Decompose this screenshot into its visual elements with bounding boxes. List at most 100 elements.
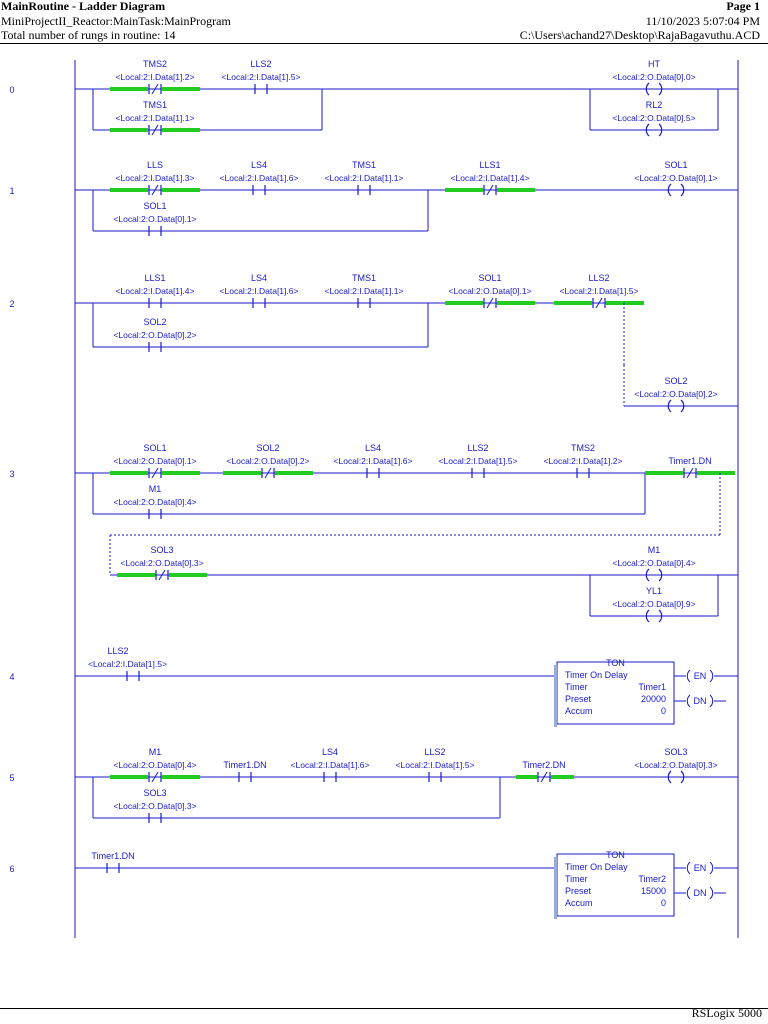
xio-contact-tms2[interactable]	[148, 83, 162, 95]
file-path: C:\Users\achand27\Desktop\RajaBagavuthu.…	[519, 28, 760, 42]
energized-highlight	[110, 188, 148, 192]
tag-address: <Local:2:I.Data[1].6>	[220, 173, 299, 183]
en-bit-arc	[686, 669, 691, 683]
xic-contact-lls2[interactable]	[428, 771, 442, 783]
tag-address: <Local:2:I.Data[1].1>	[325, 286, 404, 296]
ton-timer-block[interactable]	[556, 853, 675, 917]
xic-contact-sol1[interactable]	[148, 225, 162, 237]
tag-name: LLS	[147, 160, 163, 170]
tag-name: TMS1	[143, 100, 167, 110]
energized-highlight	[110, 775, 148, 779]
preset-value: 20000	[641, 694, 666, 704]
energized-highlight	[162, 128, 200, 132]
contact-slash	[151, 771, 159, 783]
xic-contact-lls2[interactable]	[126, 670, 140, 682]
coil-right-arc	[680, 770, 685, 784]
tag-address: <Local:2:I.Data[1].1>	[325, 173, 404, 183]
xic-contact-ls4[interactable]	[252, 297, 266, 309]
rung-number: 3	[9, 469, 14, 479]
tag-name: TMS2	[143, 59, 167, 69]
energized-highlight	[516, 775, 537, 779]
xio-contact-tms1[interactable]	[148, 124, 162, 136]
xic-contact-tms1[interactable]	[357, 297, 371, 309]
footer-product: RSLogix 5000	[691, 1006, 762, 1020]
en-bit-arc	[686, 861, 691, 875]
xic-contact-tms2[interactable]	[576, 467, 590, 479]
tag-name: LLS2	[588, 273, 609, 283]
tag-address: <Local:2:O.Data[0].2>	[634, 389, 717, 399]
en-bit-label: EN	[694, 863, 707, 873]
xio-contact-sol3[interactable]	[155, 569, 169, 581]
coil-right-arc	[680, 399, 685, 413]
dn-bit-arc	[709, 694, 714, 708]
xic-contact-lls1[interactable]	[148, 297, 162, 309]
xio-contact-lls[interactable]	[148, 184, 162, 196]
xio-contact-sol1[interactable]	[148, 467, 162, 479]
xio-contact-lls1[interactable]	[483, 184, 497, 196]
xic-contact-ls4[interactable]	[252, 184, 266, 196]
coil-right-arc	[658, 568, 663, 582]
energized-highlight	[554, 301, 592, 305]
ote-coil-yl1[interactable]	[644, 609, 664, 623]
tag-name: LS4	[251, 160, 267, 170]
energized-highlight	[275, 471, 313, 475]
xic-contact-timer1-dn[interactable]	[106, 862, 120, 874]
xic-contact-ls4[interactable]	[366, 467, 380, 479]
energized-highlight	[162, 471, 200, 475]
coil-right-arc	[658, 123, 663, 137]
ote-coil-rl2[interactable]	[644, 123, 664, 137]
coil-right-arc	[658, 609, 663, 623]
ton-timer-block[interactable]	[556, 661, 675, 725]
ote-coil-ht[interactable]	[644, 82, 664, 96]
ote-coil-sol2[interactable]	[666, 399, 686, 413]
tag-name: Timer1.DN	[91, 851, 134, 861]
xio-contact-lls2[interactable]	[592, 297, 606, 309]
en-bit-label: EN	[694, 671, 707, 681]
dn-bit-label: DN	[694, 696, 707, 706]
ote-coil-sol1[interactable]	[666, 183, 686, 197]
xic-contact-lls2[interactable]	[471, 467, 485, 479]
xio-contact-sol1[interactable]	[483, 297, 497, 309]
accum-value: 0	[661, 706, 666, 716]
energized-highlight	[117, 573, 155, 577]
xic-contact-ls4[interactable]	[323, 771, 337, 783]
xic-contact-m1[interactable]	[148, 508, 162, 520]
tag-address: <Local:2:O.Data[0].5>	[612, 113, 695, 123]
ote-coil-sol3[interactable]	[666, 770, 686, 784]
energized-highlight	[162, 188, 200, 192]
energized-highlight	[169, 573, 207, 577]
tag-address: <Local:2:I.Data[1].5>	[396, 760, 475, 770]
tag-name: SOL1	[143, 201, 166, 211]
timer-value: Timer2	[638, 874, 666, 884]
routine-title: MainRoutine - Ladder Diagram	[1, 0, 166, 13]
xic-contact-sol2[interactable]	[148, 341, 162, 353]
accum-label: Accum	[565, 898, 593, 908]
tag-address: <Local:2:I.Data[1].6>	[334, 456, 413, 466]
coil-left-arc	[667, 183, 672, 197]
coil-left-arc	[645, 568, 650, 582]
tag-address: <Local:2:I.Data[1].5>	[560, 286, 639, 296]
xio-contact-sol2[interactable]	[261, 467, 275, 479]
xic-contact-sol3[interactable]	[148, 812, 162, 824]
tag-name: TMS2	[571, 443, 595, 453]
xic-contact-lls2[interactable]	[254, 83, 268, 95]
xic-contact-timer1-dn[interactable]	[238, 771, 252, 783]
rung-number: 0	[9, 85, 14, 95]
header-rule	[0, 43, 768, 44]
xic-contact-tms1[interactable]	[357, 184, 371, 196]
ton-title: TON	[606, 850, 625, 860]
tag-address: <Local:2:I.Data[1].5>	[439, 456, 518, 466]
tag-address: <Local:2:O.Data[0].1>	[634, 173, 717, 183]
rung-number: 6	[9, 864, 14, 874]
xio-contact-m1[interactable]	[148, 771, 162, 783]
block-shadow	[554, 665, 557, 727]
ote-coil-m1[interactable]	[644, 568, 664, 582]
xio-contact-timer2-dn[interactable]	[537, 771, 551, 783]
energized-highlight	[162, 87, 200, 91]
xio-contact-timer1-dn[interactable]	[683, 467, 697, 479]
coil-left-arc	[645, 82, 650, 96]
tag-name: LLS1	[144, 273, 165, 283]
dn-bit-arc	[709, 886, 714, 900]
tag-name: LS4	[365, 443, 381, 453]
page-number: Page 1	[726, 0, 760, 13]
